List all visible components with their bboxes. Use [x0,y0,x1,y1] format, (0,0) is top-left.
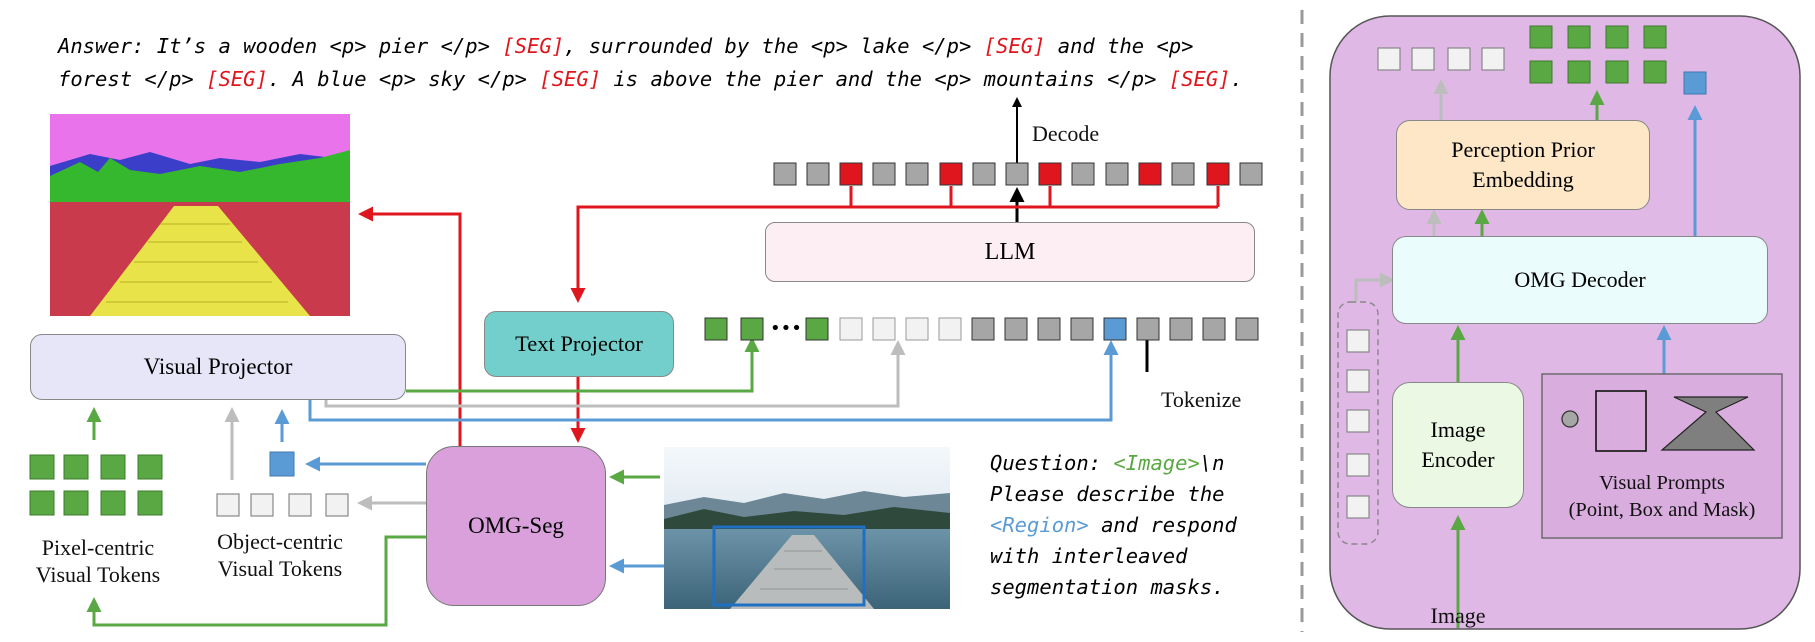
object-centric-tokens [216,493,349,517]
answer-line-2: forest </p> [SEG]. A blue <p> sky </p> [… [58,67,1243,91]
pixel-output-tokens [1529,25,1667,84]
visual-prompts-label: Visual Prompts(Point, Box and Mask) [1568,472,1756,521]
query-tokens [1346,329,1370,519]
visual-projector-box: Visual Projector [30,334,406,400]
omg-decoder-box: OMG Decoder [1392,236,1768,324]
input-image [664,447,950,609]
question-line-5: segmentation masks. [990,575,1225,599]
tokenize-label: Tokenize [1161,387,1242,412]
question-line-4: with interleaved [990,544,1188,568]
region-token [269,451,295,477]
llm-box: LLM [765,222,1255,282]
question-line-2: Please describe the [990,482,1225,506]
decode-label: Decode [1032,121,1100,146]
question-line-3: <Region> and respond [990,513,1237,537]
mask-icon [1660,396,1756,451]
query-tokens-container [1337,301,1379,545]
llm-input-tokens [704,317,1259,341]
decoded-output-tokens [1377,47,1505,71]
pixel-centric-tokens [29,454,163,516]
region-output-token [1683,71,1707,95]
box-icon [1595,390,1647,452]
visual-prompts-box [1541,373,1783,539]
answer-line-1: Answer: It’s a wooden <p> pier </p> [SEG… [58,34,1194,58]
omg-seg-box: OMG-Seg [426,446,606,606]
segmented-output-image [50,114,350,316]
llm-output-tokens [773,162,1263,186]
image-input-label: Image [1430,603,1486,628]
point-icon [1561,410,1579,428]
region-box [712,525,866,607]
question-line-1: Question: <Image>\n [990,451,1225,475]
token-ellipsis: ••• [770,318,802,339]
text-projector-box: Text Projector [484,311,674,377]
